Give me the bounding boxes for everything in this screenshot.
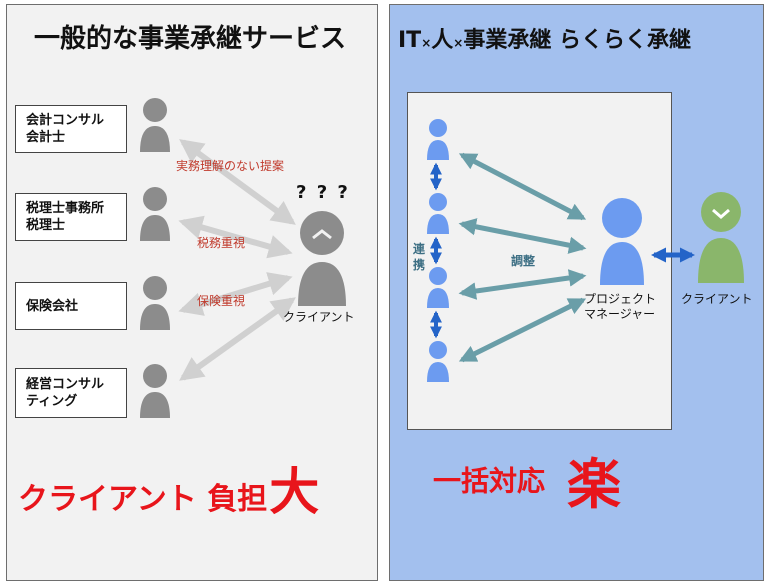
team-member-icon-1: [427, 119, 449, 160]
provider-box-insurance: 保険会社: [15, 282, 127, 330]
right-title-it: IT: [398, 28, 422, 53]
provider-person-icon-3: [140, 276, 170, 330]
provider-tax-line1: 税理士事務所: [26, 201, 105, 216]
right-footer: 一括対応楽: [433, 440, 621, 519]
arrow-management-client: [179, 297, 296, 381]
pm-label-line1: プロジェクト: [584, 292, 657, 306]
right-footer-main: 一括対応: [433, 464, 546, 498]
right-title: IT×人×事業承継 らくらく承継: [398, 22, 691, 54]
provider-management-line1: 経営コンサル: [26, 377, 105, 392]
left-footer-main: クライアント 負担: [18, 482, 268, 517]
adjust-label: 調整: [511, 254, 536, 268]
right-footer-big: 楽: [567, 453, 622, 516]
team-member-icon-4: [427, 341, 449, 382]
team-member-icon-2: [427, 193, 449, 234]
provider-box-management: 経営コンサル ティング: [15, 368, 127, 418]
arrow-label-impractical-proposal: 実務理解のない提案: [176, 159, 285, 173]
question-marks: ? ? ?: [296, 182, 350, 203]
adjust-arrow-2: [458, 218, 587, 254]
left-title: 一般的な事業承継サービス: [34, 24, 347, 54]
arrow-label-tax-focus: 税務重視: [197, 236, 246, 250]
provider-person-icon-2: [140, 187, 170, 241]
provider-accounting-line2: 会計士: [26, 130, 66, 145]
provider-insurance-line1: 保険会社: [26, 298, 79, 314]
team-member-icon-3: [427, 267, 449, 308]
link-label-1: 連: [413, 242, 426, 256]
adjust-arrow-4: [458, 297, 587, 363]
link-label-2: 携: [413, 258, 426, 272]
left-client-label: クライアント: [283, 310, 355, 324]
right-title-rest: 事業承継 らくらく承継: [463, 28, 692, 53]
arrow-accounting-client: [179, 139, 296, 225]
pm-label-line2: マネージャー: [584, 307, 656, 321]
provider-tax-line2: 税理士: [26, 218, 66, 233]
right-title-x2: ×: [453, 36, 464, 50]
left-footer: クライアント 負担大: [18, 452, 319, 524]
right-title-person: 人: [431, 28, 454, 53]
provider-box-accounting: 会計コンサル 会計士: [15, 105, 127, 153]
provider-management-line2: ティング: [26, 394, 78, 409]
provider-person-icon-1: [140, 98, 170, 152]
client-person-icon-confused: [298, 211, 346, 306]
provider-accounting-line1: 会計コンサル: [26, 113, 105, 128]
arrow-tax-client: [178, 215, 293, 259]
client-person-icon-happy: [698, 192, 744, 283]
provider-person-icon-4: [140, 364, 170, 418]
provider-box-tax: 税理士事務所 税理士: [15, 193, 127, 241]
project-manager-icon: [600, 198, 644, 285]
left-footer-big: 大: [269, 463, 320, 521]
right-title-x1: ×: [421, 36, 432, 50]
adjust-arrow-3: [458, 269, 587, 300]
arrow-label-insurance-focus: 保険重視: [197, 294, 246, 308]
right-client-label: クライアント: [681, 292, 753, 306]
adjust-arrow-1: [458, 152, 587, 221]
